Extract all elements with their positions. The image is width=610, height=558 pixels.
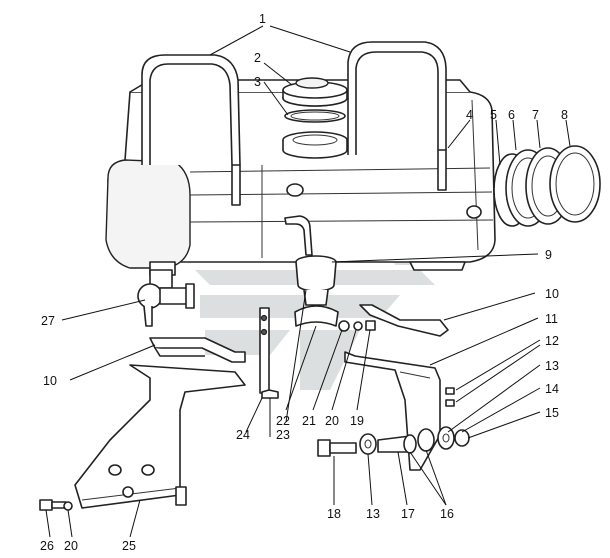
callout-17: 17: [401, 507, 415, 521]
callout-10-right: 10: [545, 287, 559, 301]
callout-12: 12: [545, 334, 559, 348]
callout-24: 24: [236, 428, 250, 442]
fuel-tube: [284, 215, 339, 327]
support-bracket: [74, 364, 246, 509]
nuts-19-20-21: [338, 320, 376, 332]
nuts-12: [445, 387, 455, 407]
drain-valve: [137, 269, 195, 327]
filler-cap: [282, 77, 348, 107]
callout-11: 11: [545, 312, 558, 326]
washer-14-nut-15: [437, 426, 470, 450]
gasket: [284, 109, 346, 123]
bushing-16: [417, 428, 435, 452]
callout-23: 23: [276, 428, 290, 442]
callout-3: 3: [254, 75, 261, 89]
spacer-17: [377, 434, 417, 454]
callout-13-bottom: 13: [366, 507, 380, 521]
callout-10-left: 10: [43, 374, 57, 388]
bolt-26: [39, 499, 73, 511]
bushing-13-left: [359, 433, 377, 455]
callout-6: 6: [508, 108, 515, 122]
callout-25: 25: [122, 539, 136, 553]
callout-21: 21: [302, 414, 316, 428]
strap-right: [347, 41, 447, 191]
callout-4: 4: [466, 108, 473, 122]
callout-20-bottom: 20: [64, 539, 78, 553]
strap-left: [141, 54, 241, 206]
callout-labels: 1 2 3 4 5 6 7 8 9 10 10 11 12 13 14 15 1…: [40, 12, 568, 553]
leader-lines: [45, 25, 571, 538]
callout-8: 8: [561, 108, 568, 122]
filler-neck: [282, 131, 348, 159]
callout-14: 14: [545, 382, 559, 396]
callout-13-right: 13: [545, 359, 559, 373]
callout-18: 18: [327, 507, 341, 521]
callout-7: 7: [532, 108, 539, 122]
callout-16: 16: [440, 507, 454, 521]
sensor-rings: [493, 145, 601, 227]
callout-19: 19: [350, 414, 364, 428]
callout-5: 5: [490, 108, 497, 122]
callout-27: 27: [41, 314, 55, 328]
callout-1: 1: [259, 12, 266, 26]
bolt-18: [317, 439, 357, 457]
callout-9: 9: [545, 248, 552, 262]
callout-22: 22: [276, 414, 290, 428]
bracket-left-upper: [149, 337, 246, 363]
callout-26: 26: [40, 539, 54, 553]
clamp-bar: [259, 307, 279, 399]
callout-15: 15: [545, 406, 559, 420]
callout-20-middle: 20: [325, 414, 339, 428]
bracket-right-upper: [359, 304, 449, 337]
callout-2: 2: [254, 51, 261, 65]
